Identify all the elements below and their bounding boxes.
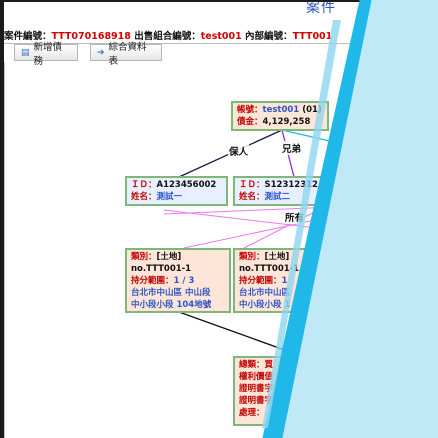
- property-type-label: 類別：: [131, 252, 157, 262]
- person-name: 測試二: [264, 192, 291, 202]
- document-icon: ▤: [21, 47, 30, 58]
- property-address-line1: 台北市中山區 中山段: [131, 288, 211, 298]
- person-id-label: ＩＤ：: [131, 180, 157, 190]
- property-type: [土地]: [264, 252, 290, 262]
- claim-certificate-2: 證明書字: [239, 396, 274, 406]
- property-address-line2: 中小段小段 104地號: [131, 300, 212, 310]
- property-number: no.TTT001-1: [239, 264, 300, 274]
- debtor-node[interactable]: 帳號：test001 (01) 債金：4,129,258: [231, 101, 329, 131]
- share-label: 持分範圍：: [131, 276, 174, 286]
- property-node-1[interactable]: 類別：[土地] no.TTT001-1 持分範圍：1 / 3 台北市中山區 中山…: [125, 248, 231, 313]
- edge-label-sibling: 兄弟: [281, 141, 303, 155]
- account-suffix: (01): [302, 105, 322, 115]
- case-number-value: TTT070168918: [51, 31, 131, 42]
- property-type-label: 類別：: [239, 252, 265, 262]
- person-node-1[interactable]: ＩＤ：A123456002 姓名：測試一: [125, 176, 228, 206]
- summary-sheet-label: 綜合資料表: [108, 41, 147, 67]
- amount-value: 4,129,258: [262, 117, 311, 127]
- claim-type: 總類：買: [239, 360, 274, 370]
- internal-number-label: 內部編號：: [245, 31, 293, 42]
- portfolio-label: 出售組合編號：: [134, 31, 201, 42]
- summary-sheet-button[interactable]: ➔ 綜合資料表: [90, 42, 162, 67]
- account-value: test001: [262, 105, 300, 115]
- case-number-label: 案件編號：: [4, 31, 52, 42]
- page-curl-face: [282, 0, 438, 438]
- person-name-label: 姓名：: [239, 192, 265, 202]
- person-name: 測試一: [156, 192, 183, 202]
- portfolio-value: test001: [200, 31, 242, 42]
- amount-label: 債金：: [237, 117, 263, 127]
- person-id-label: ＩＤ：: [239, 180, 265, 190]
- claim-certificate-1: 證明書字: [239, 384, 274, 394]
- claim-handling: 處理：: [239, 408, 265, 418]
- claim-right-value: 權利價值: [239, 372, 274, 382]
- header-divider: [4, 43, 438, 44]
- property-address-line1: 台北市中山區: [239, 288, 291, 298]
- page-title: 案件: [306, 2, 336, 16]
- person-id: A123456002: [156, 180, 217, 190]
- edge-owner-line: [281, 129, 335, 143]
- person-name-label: 姓名：: [131, 192, 157, 202]
- arrow-icon: ➔: [97, 47, 105, 58]
- property-address-line2: 中小段小段 1: [239, 300, 291, 310]
- add-debt-label: 新增債務: [33, 41, 63, 67]
- share-value: 1: [281, 276, 288, 286]
- edge-label-guarantor: 保人: [228, 144, 250, 158]
- person-id: S12312312: [264, 180, 318, 190]
- account-label: 帳號：: [237, 105, 263, 115]
- edge-property1-person2: [183, 215, 335, 249]
- content-left-border: [4, 62, 5, 438]
- add-debt-button[interactable]: ▤ 新增債務: [14, 42, 78, 67]
- page-curl-highlight: [262, 20, 341, 428]
- property-type: [土地]: [156, 252, 182, 262]
- internal-number-value: TTT001: [292, 31, 333, 42]
- share-label: 持分範圍：: [239, 276, 282, 286]
- share-value: 1 / 3: [173, 276, 195, 286]
- case-info-bar: 案件編號：TTT070168918 出售組合編號：test001 內部編號：TT…: [4, 28, 438, 42]
- property-number: no.TTT001-1: [131, 264, 192, 274]
